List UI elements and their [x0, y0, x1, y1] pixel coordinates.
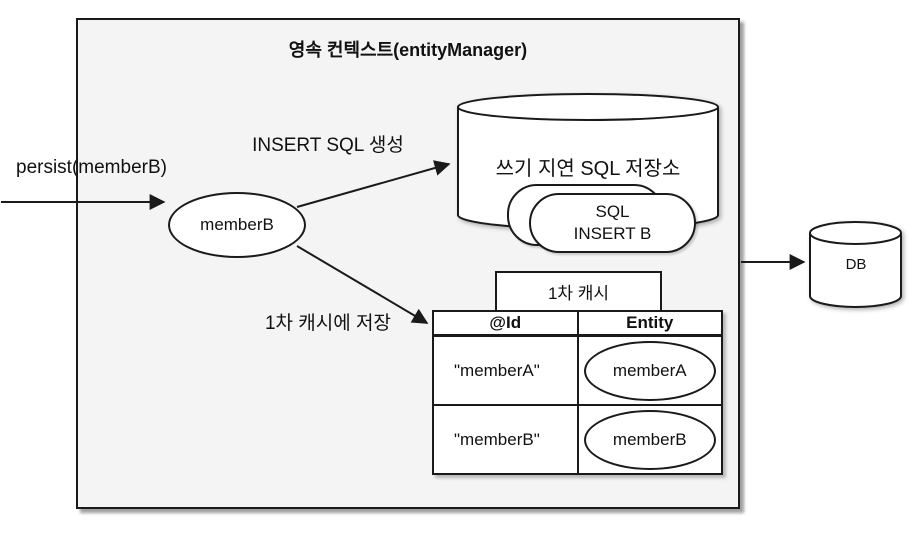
memberB-cached-entity-label: memberB	[612, 429, 687, 449]
cache-row-memberB-entity-cell: memberB	[576, 404, 723, 475]
sql-pill-line1: SQL	[595, 201, 630, 221]
first-level-cache-table: @Id Entity "memberA" memberA "memberB" m…	[432, 310, 723, 475]
memberB-entity-ellipse: memberB	[168, 192, 306, 258]
memberA-cached-entity-label: memberA	[612, 360, 687, 380]
sql-pill-line2: INSERT B	[573, 224, 652, 243]
sql-pill-front: SQL INSERT B	[529, 193, 696, 253]
cache-row-memberA: "memberA" memberA	[432, 334, 723, 406]
persist-call-label: persist(memberB)	[16, 157, 167, 178]
cache-save-arrow-label: 1차 캐시에 저장	[264, 313, 391, 334]
db-label: DB	[845, 256, 867, 273]
insert-sql-arrow-label: INSERT SQL 생성	[252, 135, 404, 156]
cache-row-memberB-id: "memberB"	[432, 404, 579, 475]
cache-header-entity: Entity	[576, 310, 723, 337]
memberA-cached-entity-ellipse: memberA	[583, 340, 716, 401]
first-level-cache-title-box: 1차 캐시	[495, 271, 662, 312]
memberB-entity-label: memberB	[200, 215, 274, 234]
cache-header-row: @Id Entity	[432, 310, 723, 337]
cache-row-memberB: "memberB" memberB	[432, 404, 723, 475]
cache-header-id: @Id	[432, 310, 579, 337]
db-cylinder	[809, 221, 902, 308]
sql-store-title: 쓰기 지연 SQL 저장소	[495, 158, 681, 180]
memberB-cached-entity-ellipse: memberB	[583, 409, 716, 470]
first-level-cache-title: 1차 캐시	[547, 284, 610, 303]
persistence-context-title: 영속 컨텍스트(entityManager)	[288, 40, 528, 60]
cache-row-memberA-entity-cell: memberA	[576, 334, 723, 406]
cache-row-memberA-id: "memberA"	[432, 334, 579, 406]
